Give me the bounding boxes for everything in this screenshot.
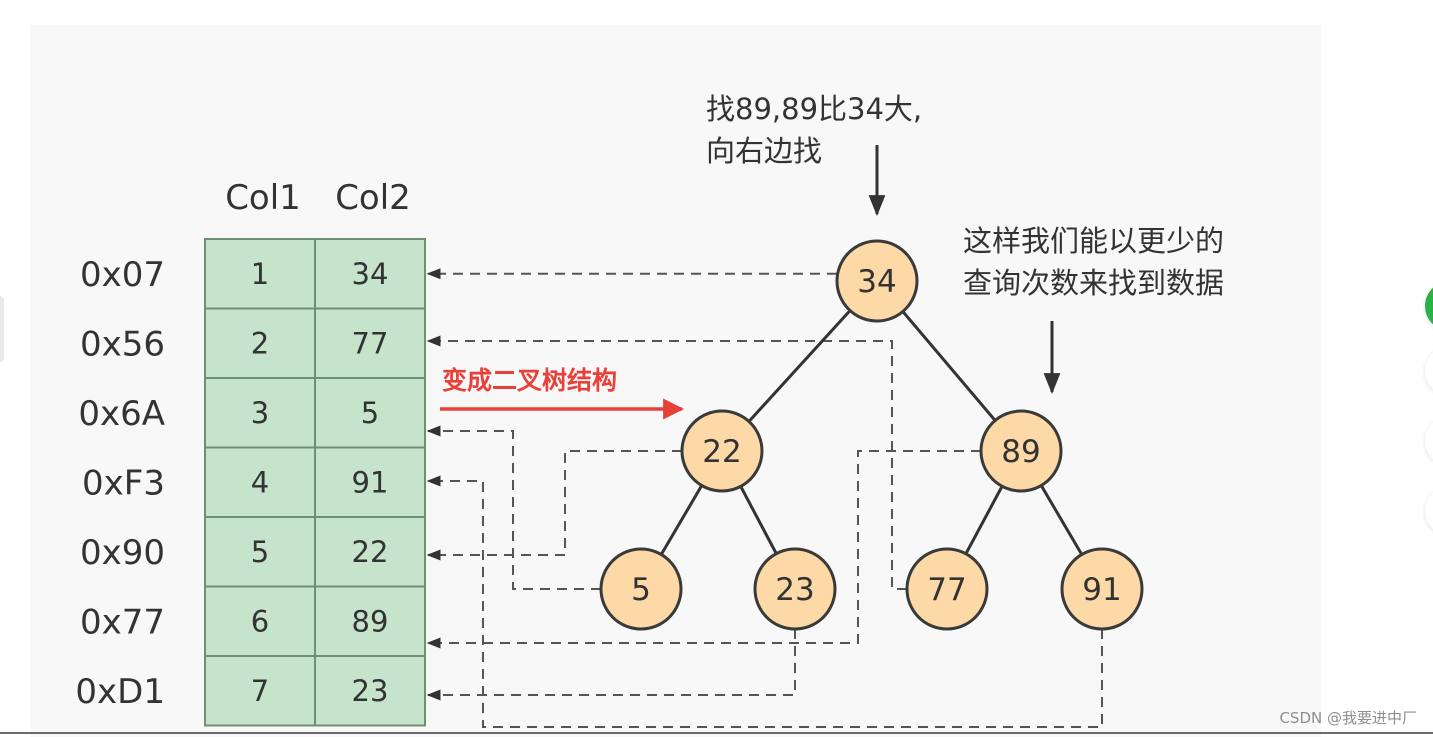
cell-col2-value: 34 [352,257,389,291]
pointer-line-n91 [426,475,1103,728]
pointer-line-n22 [426,450,682,561]
tree-node-label: 22 [702,434,741,470]
tree-node-34: 34 [835,239,919,323]
watermark: CSDN @我要进中厂 [1279,709,1417,727]
side-toolbar-button-1[interactable] [1425,346,1433,396]
row-address: 0xF3 [82,463,165,503]
row-address: 0xD1 [75,672,165,712]
tree-node-circle [680,409,764,493]
tree-node-23: 23 [753,547,837,631]
pointer-line-n5 [426,425,601,590]
pointer-line-n77 [426,335,907,590]
left-edge-tab[interactable] [0,296,4,362]
tree-node-circle [979,409,1063,493]
right-note-line-1: 这样我们能以更少的 [963,224,1224,258]
cell-col1-value: 4 [251,465,269,499]
cell-col2-row-7 [314,655,426,727]
tree-node-22: 22 [680,409,764,493]
cell-col1-row-7 [204,655,316,727]
tree-node-label: 77 [927,572,966,608]
tree-node-89: 89 [979,409,1063,493]
row-address: 0x77 [80,602,165,642]
cell-col1-value: 5 [251,535,269,569]
cell-col2-row-3 [314,377,426,449]
side-toolbar-green-button[interactable] [1425,281,1433,331]
cell-col2-value: 23 [352,674,389,708]
top-note-line-1: 找89,89比34大, [706,92,922,126]
row-address: 0x90 [80,533,165,573]
tree-node-77: 77 [905,547,989,631]
tree-nodes: 34 22 89 5 23 77 91 [599,239,1144,631]
tree-node-5: 5 [599,547,683,631]
cell-col1-value: 3 [251,396,269,430]
right-note-line-2: 查询次数来找到数据 [963,266,1224,300]
tree-node-circle [905,547,989,631]
column-header-1: Col1 [225,178,301,218]
cell-col2-value: 91 [352,465,389,499]
row-address: 0x6A [78,394,165,434]
side-toolbar-button-3[interactable] [1425,486,1433,536]
side-toolbar-button-2[interactable] [1425,416,1433,466]
tree-node-label: 89 [1001,434,1040,470]
cell-col1-row-4 [204,446,316,518]
cell-col1-value: 6 [251,604,269,638]
cell-col1-value: 2 [251,326,269,360]
pointer-line-n23 [426,629,796,701]
row-address: 0x07 [80,255,165,295]
cell-col1-value: 1 [251,257,269,291]
tree-node-91: 91 [1060,547,1144,631]
transform-label: 变成二叉树结构 [442,366,617,395]
tree-node-circle [835,239,919,323]
cell-col1-value: 7 [251,674,269,708]
cell-col2-row-5 [314,516,426,588]
row-pointer-lines [426,268,1103,728]
tree-node-label: 23 [775,572,814,608]
tree-node-circle [1060,547,1144,631]
column-header-2: Col2 [335,178,411,218]
data-table: Col1 Col2 0x07 1 34 0x56 2 77 0x6A 3 5 0xF3 4 91 0x90 5… [75,178,426,727]
top-note-line-2: 向右边找 [706,134,822,168]
pointer-line-n89 [426,450,981,649]
cell-col2-value: 77 [352,326,389,360]
tree-node-label: 91 [1082,572,1121,608]
cell-col2-value: 89 [352,604,389,638]
cell-col1-row-3 [204,377,316,449]
row-address: 0x56 [80,324,165,364]
cell-col2-row-1 [314,238,426,310]
cell-col2-value: 5 [361,396,379,430]
bottom-divider [0,732,1433,734]
cell-col2-row-2 [314,307,426,379]
tree-node-label: 34 [857,264,896,300]
tree-node-label: 5 [631,572,651,608]
tree-node-circle [753,547,837,631]
tree-node-circle [599,547,683,631]
cell-col2-value: 22 [352,535,389,569]
